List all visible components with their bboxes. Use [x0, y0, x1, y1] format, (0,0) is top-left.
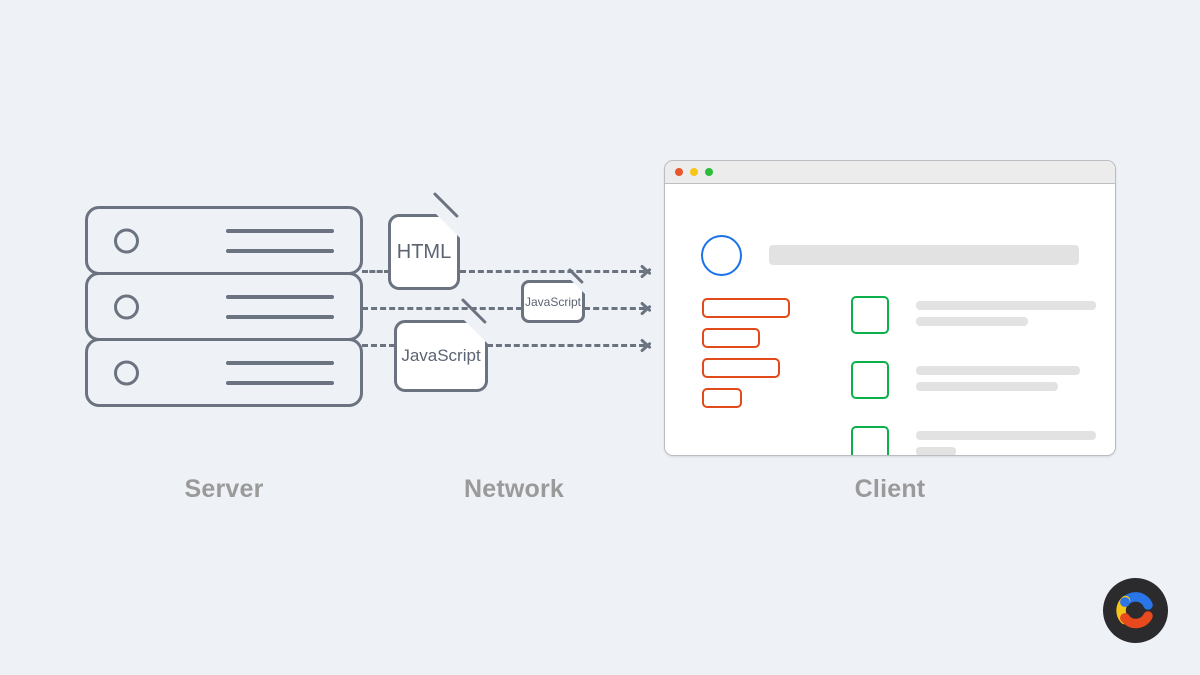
thumbnail-placeholder-icon [851, 426, 889, 455]
html-document-card[interactable]: HTML [388, 191, 460, 290]
nav-placeholder-item[interactable] [702, 388, 742, 408]
server-stack [85, 206, 363, 407]
server-line [226, 314, 334, 319]
server-line [226, 380, 334, 385]
server-line [226, 294, 334, 299]
nav-placeholder-list [702, 298, 790, 408]
javascript-document-card-large[interactable]: JavaScript [394, 297, 488, 392]
wire-server-to-js-large [362, 344, 395, 347]
text-placeholder-line [916, 317, 1028, 326]
javascript-document-label-small: JavaScript [524, 294, 582, 309]
server-detail-lines [226, 294, 334, 319]
text-placeholder-line [916, 301, 1096, 310]
nav-placeholder-item[interactable] [702, 358, 780, 378]
content-placeholder-list [851, 296, 1096, 455]
nav-placeholder-item[interactable] [702, 328, 760, 348]
arrow-chevron-middle [641, 298, 655, 316]
nav-placeholder-item[interactable] [702, 298, 790, 318]
server-led-icon [114, 360, 139, 385]
list-item[interactable] [851, 296, 1096, 334]
client-browser-window[interactable] [664, 160, 1116, 456]
wire-html-to-client [460, 270, 645, 273]
close-dot-icon[interactable] [675, 168, 683, 176]
wire-js-small-to-client [584, 307, 645, 310]
text-placeholder-line [916, 382, 1058, 391]
section-label-network: Network [463, 475, 565, 503]
server-unit-3 [85, 338, 363, 407]
brand-logo-icon [1116, 592, 1153, 629]
text-placeholder-lines [916, 426, 1096, 455]
list-item[interactable] [851, 426, 1096, 455]
brand-logo[interactable] [1103, 578, 1168, 643]
server-led-icon [114, 228, 139, 253]
server-detail-lines [226, 228, 334, 253]
text-placeholder-line [916, 431, 1096, 440]
page-fold-icon [464, 320, 488, 344]
wire-server-to-html [362, 270, 390, 273]
avatar-placeholder-icon [701, 235, 742, 276]
browser-content-area [665, 184, 1115, 455]
minimize-dot-icon[interactable] [690, 168, 698, 176]
header-placeholder-bar [769, 245, 1079, 265]
maximize-dot-icon[interactable] [705, 168, 713, 176]
thumbnail-placeholder-icon [851, 296, 889, 334]
browser-title-bar[interactable] [665, 161, 1115, 184]
server-line [226, 228, 334, 233]
text-placeholder-line [916, 447, 956, 455]
server-unit-1 [85, 206, 363, 275]
section-label-server: Server [184, 475, 264, 503]
html-document-label: HTML [396, 240, 452, 263]
server-led-icon [114, 294, 139, 319]
server-line [226, 360, 334, 365]
text-placeholder-lines [916, 296, 1096, 326]
wire-js-large-to-client [487, 344, 645, 347]
arrow-chevron-top [641, 261, 655, 279]
list-item[interactable] [851, 361, 1096, 399]
server-unit-2 [85, 272, 363, 341]
page-fold-icon [436, 214, 460, 238]
wire-server-to-js-small [362, 307, 522, 310]
arrow-chevron-bottom [641, 335, 655, 353]
server-line [226, 248, 334, 253]
text-placeholder-lines [916, 361, 1080, 391]
javascript-document-card-small[interactable]: JavaScript [521, 267, 585, 323]
section-label-client: Client [854, 475, 926, 503]
text-placeholder-line [916, 366, 1080, 375]
javascript-document-label-large: JavaScript [401, 346, 481, 365]
server-detail-lines [226, 360, 334, 385]
thumbnail-placeholder-icon [851, 361, 889, 399]
